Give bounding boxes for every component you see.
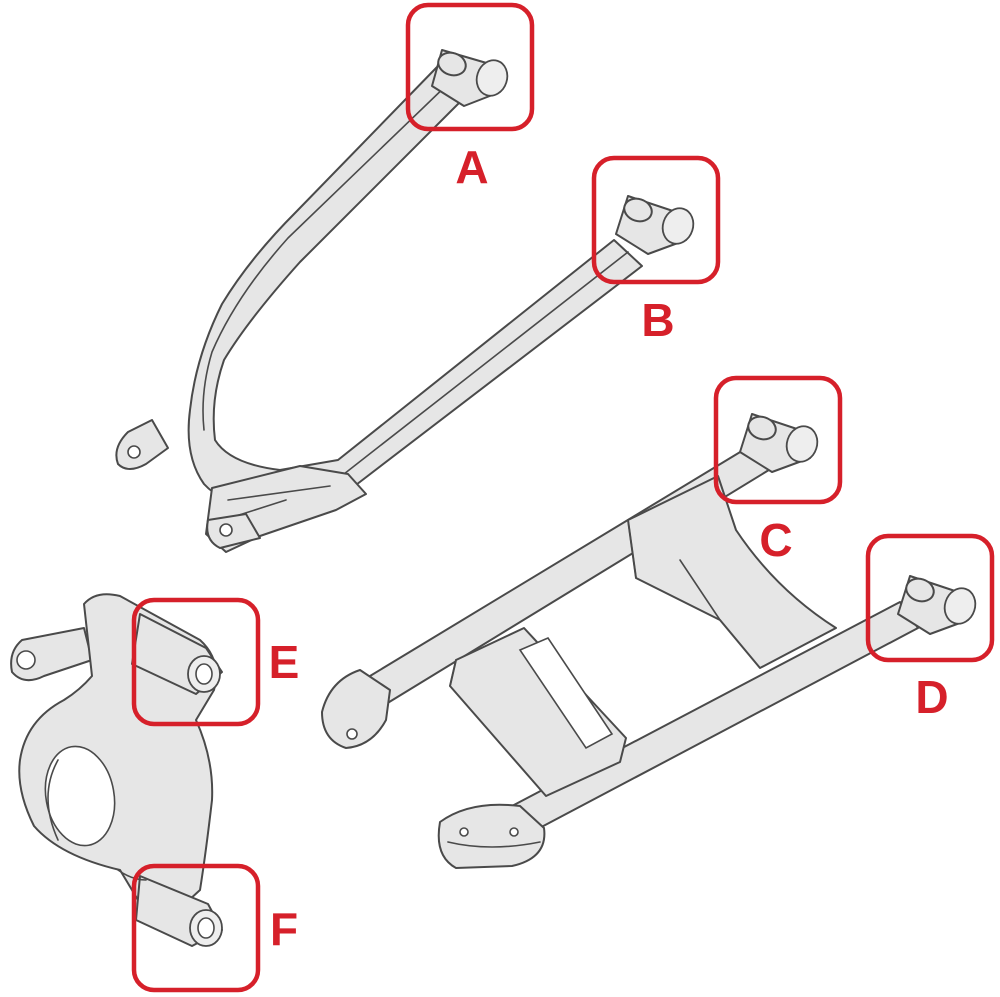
callout-box-c [713,375,843,505]
callout-box-group [131,2,995,993]
upper-control-arm [115,49,695,553]
callout-box-b [591,155,721,285]
callout-label-b: B [641,294,674,346]
callout-box-d [865,533,995,663]
callout-box-e [131,597,261,727]
callout-label-a: A [455,141,488,193]
callout-label-group: A B C D E F [269,141,949,955]
callout-box-a [405,2,535,132]
callout-label-d: D [915,671,948,723]
callout-label-f: F [270,903,298,955]
steering-knuckle [10,593,223,947]
lower-control-arm [321,413,977,869]
callout-box-f [131,863,261,993]
callout-label-c: C [759,514,792,566]
callout-label-e: E [269,636,300,688]
